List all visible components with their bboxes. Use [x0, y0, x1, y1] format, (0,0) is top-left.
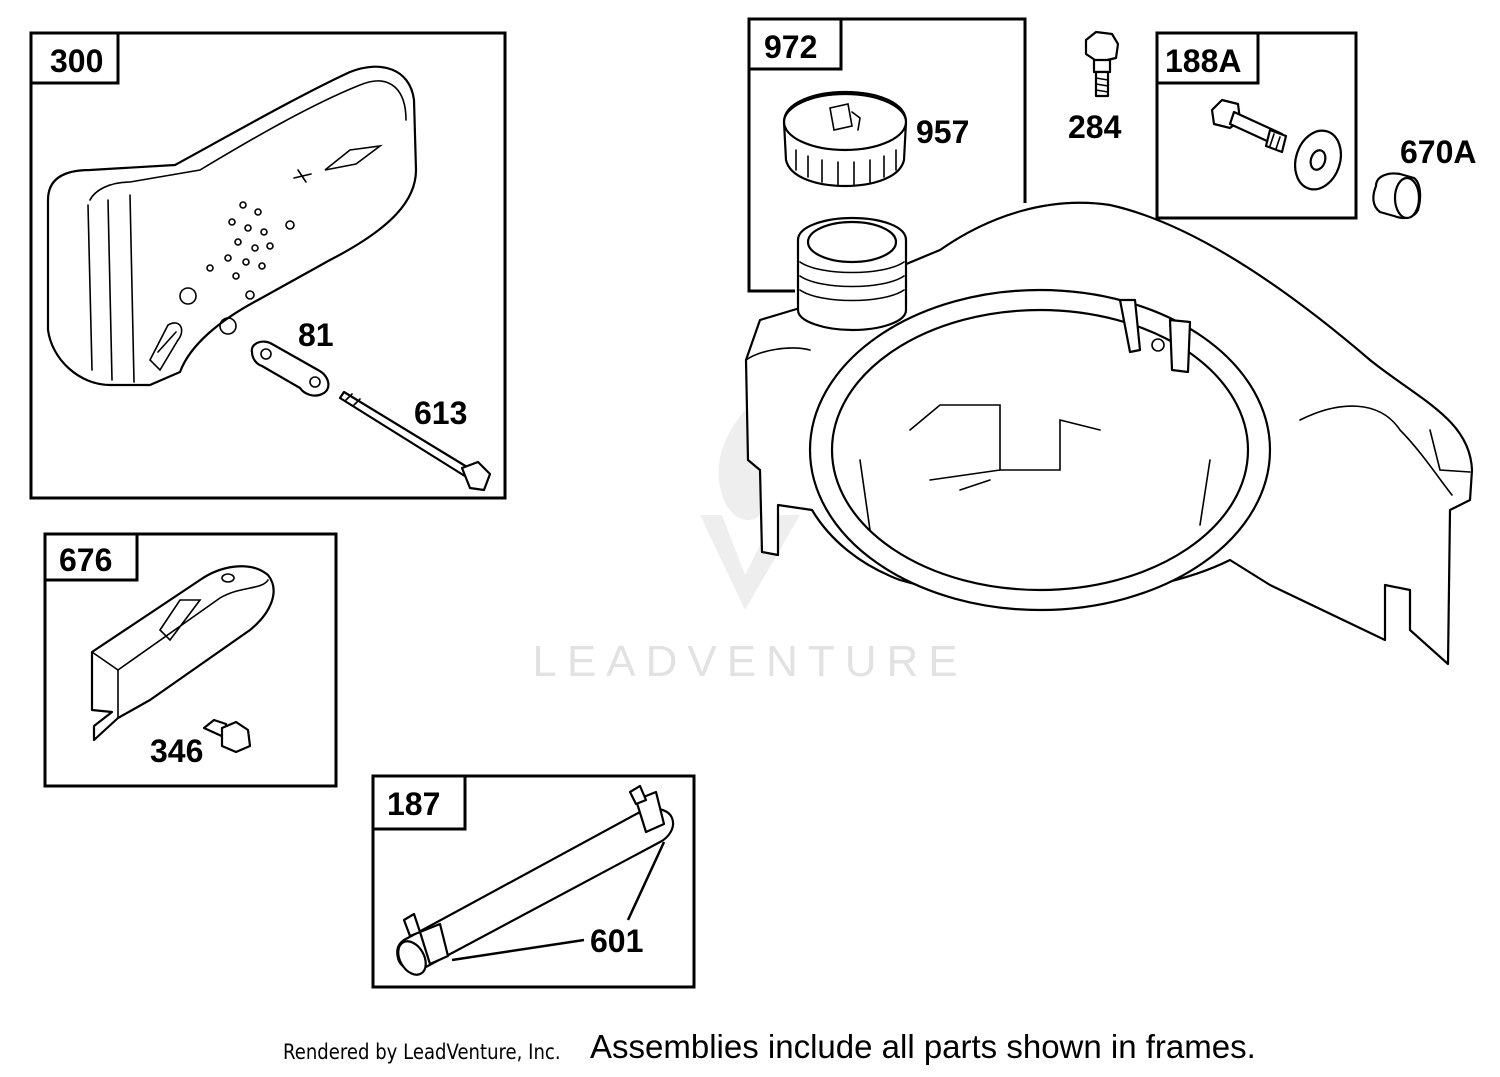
callout-613: 613 — [414, 395, 467, 431]
frame-188a: 188A — [1155, 31, 1358, 220]
muffler-guard-plus-icon — [293, 169, 312, 183]
frame-tag-187: 187 — [387, 786, 440, 822]
fuel-cap-part-957 — [782, 90, 908, 188]
bracket-part — [90, 565, 275, 742]
leader-601-lower — [451, 938, 585, 962]
gasket-part-81 — [250, 340, 330, 397]
frame-676: 676 — [43, 532, 338, 788]
callout-81: 81 — [298, 317, 334, 353]
frame-tag-188a: 188A — [1165, 43, 1242, 79]
hose-clamp-upper — [628, 784, 666, 834]
muffler-guard-part — [46, 65, 418, 387]
callout-670a: 670A — [1400, 134, 1477, 170]
callout-346: 346 — [150, 733, 203, 769]
footer-rendered-by: Rendered by LeadVenture, Inc. — [283, 1040, 561, 1064]
muffler-guard-brand-logo-icon — [324, 144, 383, 171]
frame-tag-972: 972 — [764, 29, 817, 65]
fuel-tank-filler-neck — [796, 216, 908, 332]
fuel-line-part — [396, 784, 675, 976]
frame-972: 972 — [747, 17, 1027, 293]
muffler-guard-vent-holes — [179, 201, 295, 335]
callout-957: 957 — [916, 114, 969, 150]
hose-clamp-lower — [402, 912, 450, 966]
fuel-tank-part — [744, 201, 1474, 666]
watermark-text: LEADVENTURE — [532, 637, 967, 686]
fuel-pump-icon — [829, 103, 861, 131]
washer-part — [1294, 129, 1342, 191]
screw-part-346 — [202, 718, 252, 754]
spacer-part-670a — [1372, 172, 1422, 220]
footer-assembly-note: Assemblies include all parts shown in fr… — [590, 1028, 1256, 1065]
frame-300: 300 — [29, 31, 507, 500]
frame-tag-676: 676 — [59, 542, 112, 578]
bolt-part-613 — [338, 390, 492, 492]
frame-187: 187 — [371, 774, 696, 989]
leader-601-upper — [626, 841, 666, 921]
frame-tag-300: 300 — [50, 43, 103, 79]
callout-284: 284 — [1068, 109, 1122, 145]
callout-601: 601 — [590, 923, 643, 959]
footer: Rendered by LeadVenture, Inc. Assemblies… — [0, 1026, 1500, 1072]
shoulder-bolt-part — [1210, 98, 1288, 154]
screw-part-284 — [1084, 30, 1120, 98]
muffler-guard-warning-label-icon — [149, 322, 183, 372]
